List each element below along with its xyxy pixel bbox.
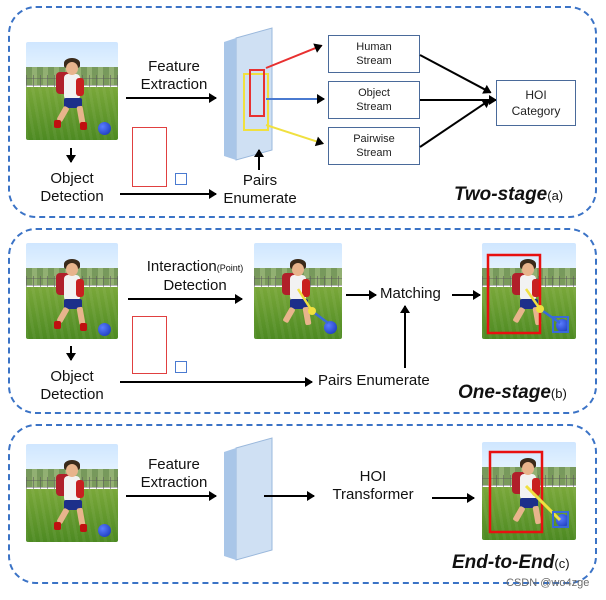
detection-overlay-c [488, 450, 569, 534]
arrow-down-detection-a [66, 148, 76, 163]
arrow-pairs-up-a [254, 149, 264, 170]
human-box-icon-a [132, 127, 167, 187]
arrow-object-to-hoi [420, 95, 497, 105]
ball-icon [324, 321, 337, 334]
pairs-enumerate-label-b: Pairs Enumerate [318, 372, 430, 389]
panel-two-stage [8, 6, 597, 218]
interaction-detection-label-b: Interaction(Point) Detection [146, 258, 244, 294]
arrow-to-transformer-c [264, 491, 315, 501]
result-image-c [482, 442, 576, 540]
feature-map-a [224, 27, 273, 161]
object-box-icon-b [175, 361, 187, 373]
arrow-object-stream [266, 94, 325, 104]
watermark: CSDN @wo4zge [506, 577, 590, 589]
input-image-b [26, 243, 118, 339]
input-image-c [26, 444, 118, 542]
feature-map-c [224, 437, 273, 561]
stage-label-b: One-stage(b) [458, 382, 567, 403]
arrow-to-features-c [126, 491, 217, 501]
arrow-to-matching-b [346, 290, 377, 300]
arrow-detection-to-pairs-b [120, 377, 313, 387]
result-image-b [482, 243, 576, 339]
arrow-to-result-c [432, 493, 475, 503]
input-image-a [26, 42, 118, 140]
panel-one-stage [8, 228, 597, 414]
ball-icon [98, 122, 111, 135]
panel-end-to-end [8, 424, 597, 584]
object-box-icon-a [175, 173, 187, 185]
interaction-point-overlay [296, 288, 329, 324]
arrow-matching-to-result-b [452, 290, 481, 300]
detection-overlay-b [486, 253, 569, 335]
arrow-down-detection-b [66, 346, 76, 361]
stage-label-a: Two-stage(a) [454, 184, 564, 205]
matching-label-b: Matching [380, 285, 441, 302]
ball-icon [98, 323, 111, 336]
arrow-pairs-to-matching-b [400, 305, 410, 368]
stage-label-c: End-to-End(c) [452, 552, 570, 573]
interaction-point-image-b [254, 243, 342, 339]
human-box-icon-b [132, 316, 167, 374]
arrow-to-features-a [126, 93, 217, 103]
ball-icon [98, 524, 111, 537]
arrow-to-interaction-b [128, 294, 243, 304]
arrow-detection-to-pairs-a [120, 189, 217, 199]
